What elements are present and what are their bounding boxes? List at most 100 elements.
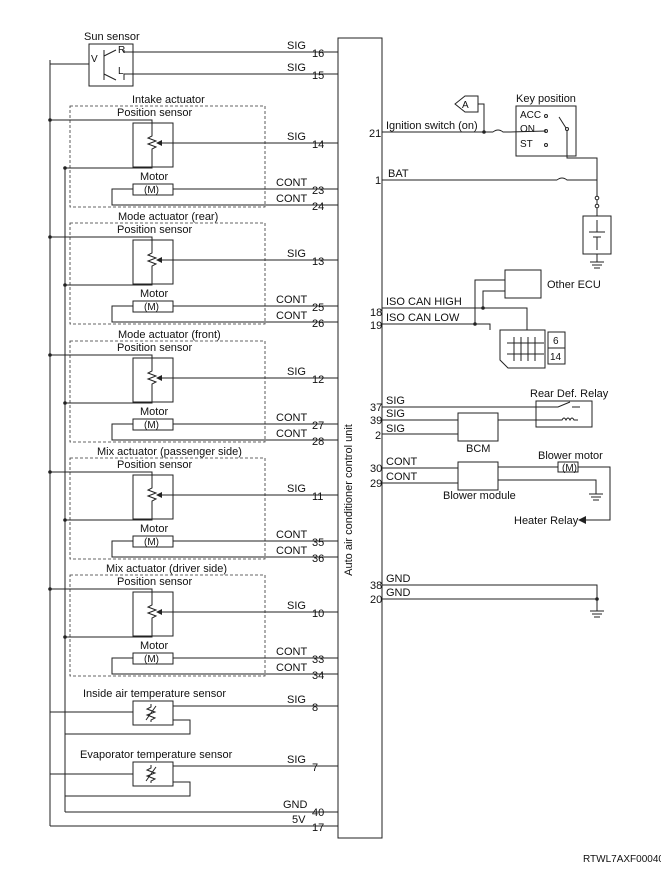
motor-cont-wire-2 [111,540,338,558]
cont-pin-2: 34 [312,670,324,682]
sig-label: SIG [287,131,306,143]
sig39: SIG [386,408,405,420]
cont-label-2: CONT [276,545,307,557]
gnd-junction [63,635,67,639]
blower-motor-label: Blower motor [538,450,603,462]
motor-icon: (M) [144,420,159,431]
module-ground-wire [498,479,597,494]
actuator-outline [69,222,266,325]
sensor-5v-wire [50,354,153,361]
cont-label-1: CONT [276,177,307,189]
key-to-battery-wire [566,130,598,198]
actuator-title: Intake actuator [132,94,205,106]
actuator-outline [69,574,266,677]
sig-pin: 13 [312,256,324,268]
motor-icon: (M) [144,185,159,196]
sig-label: SIG [287,600,306,612]
sig-pin: 10 [312,608,324,620]
position-sensor-box [132,591,174,637]
evaporator-pin: 7 [312,762,318,774]
gnd20: GND [386,587,411,599]
cont-label-2: CONT [276,428,307,440]
sensor-5v-wire [50,119,153,126]
sun-r-wire [123,50,338,53]
position-sensor-label: Position sensor [117,459,193,471]
inside-air-return-wire [65,719,191,735]
other-ecu-box [504,269,542,299]
sig-label: SIG [287,483,306,495]
bcm-label: BCM [466,443,490,455]
cont-pin-1: 33 [312,654,324,666]
pin38-wire [382,584,598,611]
cont-pin-1: 23 [312,185,324,197]
cont-pin-1: 25 [312,302,324,314]
5v-17-label: 5V [292,814,306,826]
position-sensor-box [132,357,174,403]
key-acc: ACC [520,110,541,121]
cont30: CONT [386,456,417,468]
cont-label-1: CONT [276,412,307,424]
ground-junction [595,597,599,601]
inside-air-pin: 8 [312,702,318,714]
potentiometer-icon [146,361,158,399]
inside-air-sig: SIG [287,694,306,706]
cont-pin-1: 35 [312,537,324,549]
ground-symbol [590,610,604,618]
gnd-40-label: GND [283,799,308,811]
position-sensor-label: Position sensor [117,224,193,236]
position-sensor-box [132,122,174,168]
sun-l-wire [123,73,338,80]
gnd-junction [63,401,67,405]
ignition-label: Ignition switch (on) [386,120,478,132]
evaporator-return-wire [65,781,191,797]
rear-def-switch-icon [548,401,580,408]
heater-relay-arrow [578,516,586,524]
sensor-gnd-wire [65,164,153,169]
position-sensor-label: Position sensor [117,342,193,354]
gnd-40-pin: 40 [312,807,324,819]
cont-label-2: CONT [276,310,307,322]
motor-label: Motor [140,406,168,418]
bat-pin: 1 [375,175,381,187]
pin29: 29 [370,478,382,490]
gnd-junction [63,283,67,287]
ignition-junction [482,130,486,134]
potentiometer-icon [146,126,158,164]
wiper-arrow-icon [156,492,162,498]
dlc-pins [507,337,544,361]
can-high-label: ISO CAN HIGH [386,296,462,308]
cont-pin-2: 28 [312,436,324,448]
sensor-5v-wire [50,588,153,595]
5v-junction [48,235,52,239]
can-high-pin: 18 [370,307,382,319]
actuator-title: Mix actuator (passenger side) [97,446,242,458]
battery-icon [589,220,605,250]
connector-a-label: A [462,100,469,111]
sun-r-sig: SIG [287,40,306,52]
sig2: SIG [386,423,405,435]
sun-sensor-v-wire [49,60,89,65]
blower-module-box [457,461,499,491]
fusible-link-top [594,195,600,201]
sig37: SIG [386,395,405,407]
cont-label-2: CONT [276,193,307,205]
rear-def-coil-icon [558,417,578,422]
pin37: 37 [370,402,382,414]
wiper-arrow-icon [156,257,162,263]
key-on: ON [520,124,535,135]
fusible-link-bottom [594,203,600,209]
connector-a-wire [478,103,485,132]
can-low-pin: 19 [370,320,382,332]
motor-icon: (M) [144,302,159,313]
bat-label: BAT [388,168,409,180]
motor-cont-wire-2 [111,423,338,441]
pin20: 20 [370,594,382,606]
sun-l-sig: SIG [287,62,306,74]
actuator-outline [69,457,266,560]
actuator-outline [69,340,266,443]
can-low-label: ISO CAN LOW [386,312,460,324]
key-switch-blade [558,116,567,129]
potentiometer-icon [146,243,158,281]
sun-l-pin: 15 [312,70,324,82]
